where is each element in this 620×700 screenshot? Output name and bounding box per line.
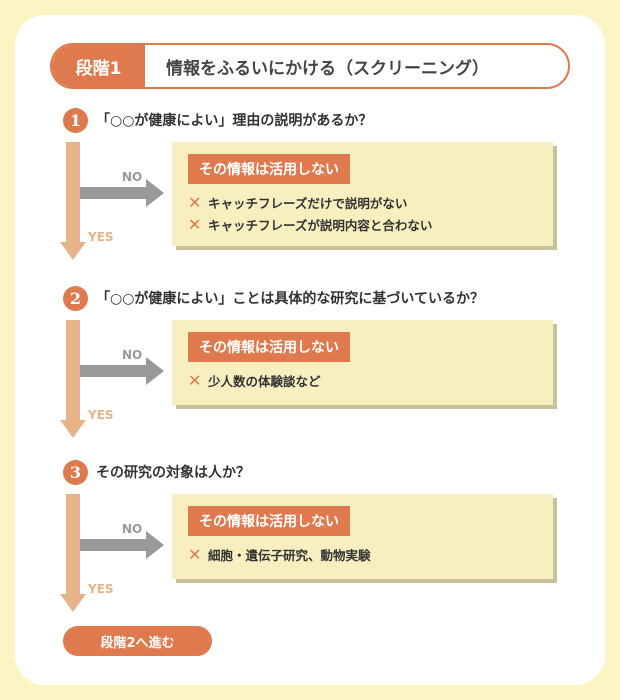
reason-item: ✕ キャッチフレーズが説明内容と合わない bbox=[188, 215, 537, 234]
stage-title: 情報をふるいにかける（スクリーニング） bbox=[166, 58, 489, 79]
yes-arrow bbox=[66, 320, 80, 420]
step-question: 「○○が健康によい」ことは具体的な研究に基づいているか？ bbox=[96, 291, 485, 307]
stage-label: 段階1 bbox=[52, 45, 145, 87]
no-arrow-head-icon bbox=[146, 179, 164, 207]
reject-label: その情報は活用しない bbox=[188, 506, 350, 536]
step-question: その研究の対象は人か？ bbox=[96, 465, 250, 481]
stage-header: 段階1 情報をふるいにかける（スクリーニング） bbox=[50, 43, 570, 89]
yes-label: YES bbox=[88, 408, 114, 422]
no-arrow bbox=[80, 539, 146, 551]
cross-icon: ✕ bbox=[188, 545, 202, 564]
yes-label: YES bbox=[88, 230, 114, 244]
reject-box: その情報は活用しない ✕ 細胞・遺伝子研究、動物実験 bbox=[172, 494, 553, 579]
no-arrow bbox=[80, 187, 146, 199]
step-number: 3 bbox=[63, 460, 88, 485]
step-number: 2 bbox=[63, 286, 88, 311]
reason-item: ✕ 細胞・遺伝子研究、動物実験 bbox=[188, 545, 537, 564]
no-arrow bbox=[80, 365, 146, 377]
yes-arrow bbox=[66, 142, 80, 242]
cross-icon: ✕ bbox=[188, 193, 202, 212]
reason-text: キャッチフレーズだけで説明がない bbox=[208, 196, 408, 211]
reason-item: ✕ 少人数の体験談など bbox=[188, 371, 537, 390]
step-question: 「○○が健康によい」理由の説明があるか？ bbox=[96, 113, 373, 129]
yes-label: YES bbox=[88, 582, 114, 596]
reject-box: その情報は活用しない ✕ 少人数の体験談など bbox=[172, 320, 553, 405]
no-arrow-head-icon bbox=[146, 357, 164, 385]
no-arrow-head-icon bbox=[146, 531, 164, 559]
reason-text: 細胞・遺伝子研究、動物実験 bbox=[208, 548, 371, 563]
no-label: NO bbox=[122, 348, 143, 362]
step-number: 1 bbox=[63, 108, 88, 133]
cross-icon: ✕ bbox=[188, 371, 202, 390]
reject-box: その情報は活用しない ✕ キャッチフレーズだけで説明がない ✕ キャッチフレーズが説… bbox=[172, 142, 553, 246]
yes-arrow-head-icon bbox=[60, 242, 86, 260]
reject-label: その情報は活用しない bbox=[188, 332, 350, 362]
yes-arrow-head-icon bbox=[60, 420, 86, 438]
yes-arrow-head-icon bbox=[60, 594, 86, 612]
yes-arrow bbox=[66, 494, 80, 594]
no-label: NO bbox=[122, 522, 143, 536]
cross-icon: ✕ bbox=[188, 215, 202, 234]
reason-text: キャッチフレーズが説明内容と合わない bbox=[208, 218, 433, 233]
reject-label: その情報は活用しない bbox=[188, 154, 350, 184]
no-label: NO bbox=[122, 170, 143, 184]
proceed-stage-2-button: 段階2へ進む bbox=[63, 626, 212, 656]
reason-item: ✕ キャッチフレーズだけで説明がない bbox=[188, 193, 537, 212]
reason-text: 少人数の体験談など bbox=[208, 374, 321, 389]
